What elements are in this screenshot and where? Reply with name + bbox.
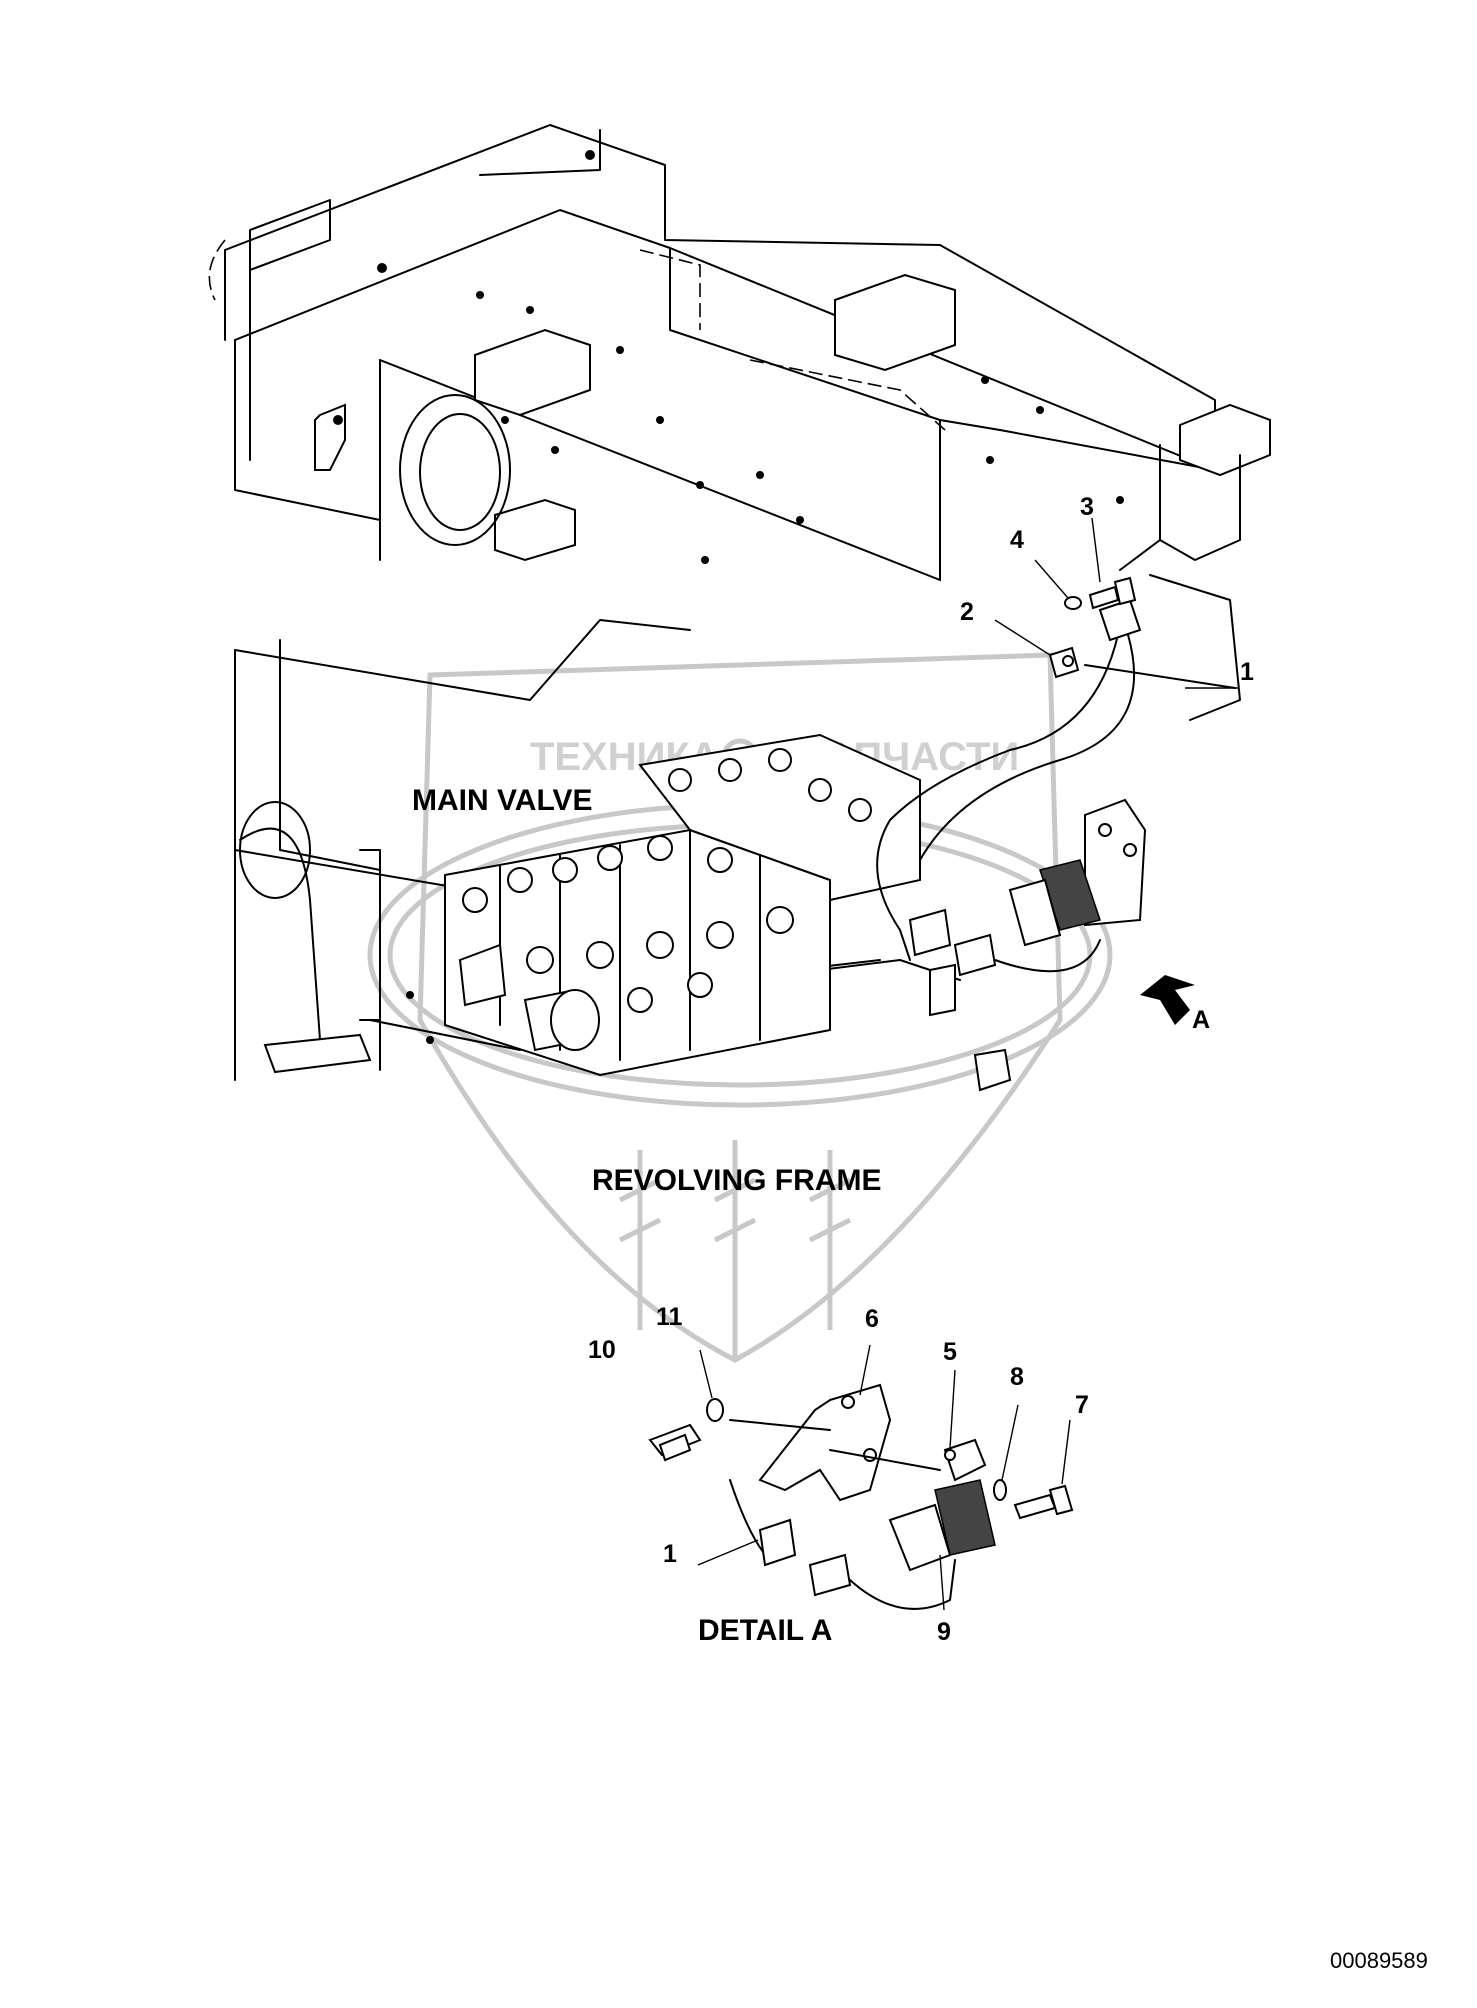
callout-5: 5: [943, 1338, 957, 1366]
callout-2: 2: [960, 598, 974, 626]
callout-7: 7: [1075, 1391, 1089, 1419]
callout-9: 9: [937, 1618, 951, 1646]
callout-4: 4: [1010, 526, 1024, 554]
harness-drawing: [876, 598, 1236, 1092]
label-detail-a: DETAIL A: [698, 1614, 832, 1647]
document-number: 00089589: [1330, 1948, 1428, 1973]
part-4-washer: [1064, 596, 1082, 610]
callout-8: 8: [1010, 1363, 1024, 1391]
leader-lines: [697, 517, 1238, 1611]
detail-a-drawing: [648, 1383, 1074, 1610]
label-main-valve: MAIN VALVE: [412, 784, 593, 817]
callout-6: 6: [865, 1305, 879, 1333]
callout-1: 1: [1240, 658, 1254, 686]
callout-10: 10: [588, 1336, 616, 1364]
connector-male: [908, 908, 952, 957]
revolving-frame-drawing: [208, 124, 1271, 1081]
callout-3: 3: [1080, 493, 1094, 521]
callout-11: 11: [656, 1303, 683, 1331]
callout-1-detail: 1: [663, 1540, 677, 1568]
main-valve-drawing: [444, 733, 921, 1077]
part-3-bolt: [1113, 576, 1137, 606]
label-revolving-frame: REVOLVING FRAME: [592, 1164, 881, 1197]
label-view-a: A: [1192, 1006, 1210, 1034]
view-arrow-icon: [1140, 975, 1195, 1025]
top-fastener-parts: [1048, 576, 1137, 679]
connector-female: [953, 933, 997, 977]
